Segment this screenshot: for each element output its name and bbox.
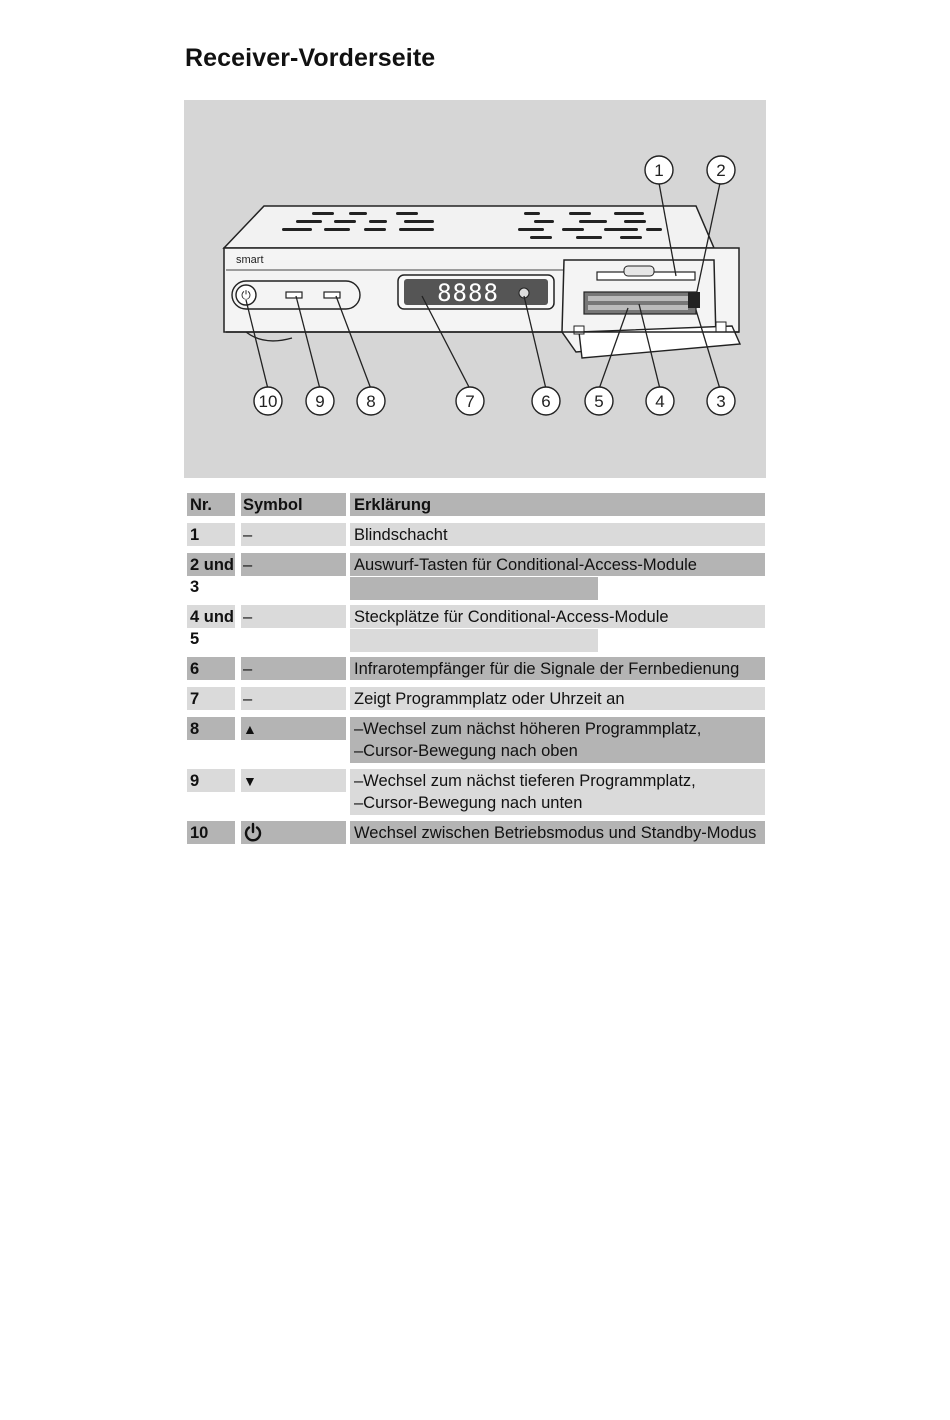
row-explanation: Infrarotempfänger für die Signale der Fe… xyxy=(354,660,740,678)
row-symbol: – xyxy=(243,608,253,626)
callout-4: 4 xyxy=(655,392,664,411)
row-nr: 1 xyxy=(190,526,200,544)
table-row: 4 und 5 – Steckplätze für Conditional-Ac… xyxy=(187,604,765,652)
row-nr: 8 xyxy=(190,720,200,738)
callout-3: 3 xyxy=(716,392,725,411)
row-explanation-line-2: –Cursor-Bewegung nach unten xyxy=(354,794,583,812)
brand-logo: smart xyxy=(236,254,264,266)
row-nr: 2 und 3 xyxy=(190,556,234,596)
row-explanation-line-1: –Wechsel zum nächst tieferen Programmpla… xyxy=(354,772,696,790)
display-digits: 8888 xyxy=(437,279,499,307)
row-nr: 9 xyxy=(190,772,200,790)
callout-5: 5 xyxy=(594,392,603,411)
row-nr: 6 xyxy=(190,660,200,678)
callout-circles xyxy=(253,155,736,416)
table-row: 8 ▲ –Wechsel zum nächst höheren Programm… xyxy=(187,716,765,763)
up-button-drawing xyxy=(323,291,341,299)
table-row: 7 – Zeigt Programmplatz oder Uhrzeit an xyxy=(187,686,765,710)
down-button-drawing xyxy=(285,291,303,299)
power-button-drawing xyxy=(235,284,257,306)
receiver-front-figure: smart ⏻ 8888 xyxy=(184,100,766,478)
table-row: 10 Wechsel zwischen Betriebsmodus und St… xyxy=(187,820,765,844)
table-row: 6 – Infrarotempfänger für die Signale de… xyxy=(187,656,765,680)
callout-6: 6 xyxy=(541,392,550,411)
callout-9: 9 xyxy=(315,392,324,411)
table-header-row: Nr. Symbol Erklärung xyxy=(187,492,765,516)
leader-lines xyxy=(245,182,721,390)
callout-2: 2 xyxy=(716,161,725,180)
callout-numbers: 1 2 3 4 5 6 7 8 9 10 xyxy=(259,161,726,411)
header-explanation: Erklärung xyxy=(354,496,432,514)
power-glyph-drawing: ⏻ xyxy=(241,288,251,302)
row-symbol: – xyxy=(243,526,253,544)
row-explanation: Blindschacht xyxy=(354,526,448,544)
callout-1: 1 xyxy=(654,161,663,180)
button-strip xyxy=(231,280,361,310)
row-symbol: – xyxy=(243,690,253,708)
page-title: Receiver-Vorderseite xyxy=(185,44,436,72)
row-nr: 4 und 5 xyxy=(190,608,234,648)
header-symbol: Symbol xyxy=(243,496,303,514)
header-nr: Nr. xyxy=(190,496,213,514)
arrow-up-icon: ▲ xyxy=(243,721,257,737)
table-row: 2 und 3 – Auswurf-Tasten für Conditional… xyxy=(187,552,765,600)
callout-7: 7 xyxy=(465,392,474,411)
row-explanation: Zeigt Programmplatz oder Uhrzeit an xyxy=(354,690,625,708)
row-nr: 7 xyxy=(190,690,200,708)
row-nr: 10 xyxy=(190,824,209,842)
row-explanation: Auswurf-Tasten für Conditional-Access-Mo… xyxy=(354,556,697,574)
arrow-down-icon: ▼ xyxy=(243,773,257,789)
vent-slots xyxy=(282,212,662,239)
row-explanation-line-1: –Wechsel zum nächst höheren Programmplat… xyxy=(354,720,702,738)
callout-8: 8 xyxy=(366,392,375,411)
row-explanation-line-2: –Cursor-Bewegung nach oben xyxy=(354,742,578,760)
power-icon xyxy=(243,821,343,848)
row-symbol: – xyxy=(243,660,253,678)
power-icon-glyph xyxy=(244,822,262,842)
callout-10: 10 xyxy=(259,392,278,411)
table-row: 9 ▼ –Wechsel zum nächst tieferen Program… xyxy=(187,768,765,815)
table-row: 1 – Blindschacht xyxy=(187,522,765,546)
receiver-illustration: smart ⏻ 8888 xyxy=(222,155,742,416)
display-window xyxy=(404,279,548,305)
row-symbol: – xyxy=(243,556,253,574)
row-explanation: Wechsel zwischen Betriebsmodus und Stand… xyxy=(354,824,757,842)
row-explanation: Steckplätze für Conditional-Access-Modul… xyxy=(354,608,669,626)
eject-button-drawing xyxy=(688,292,700,308)
